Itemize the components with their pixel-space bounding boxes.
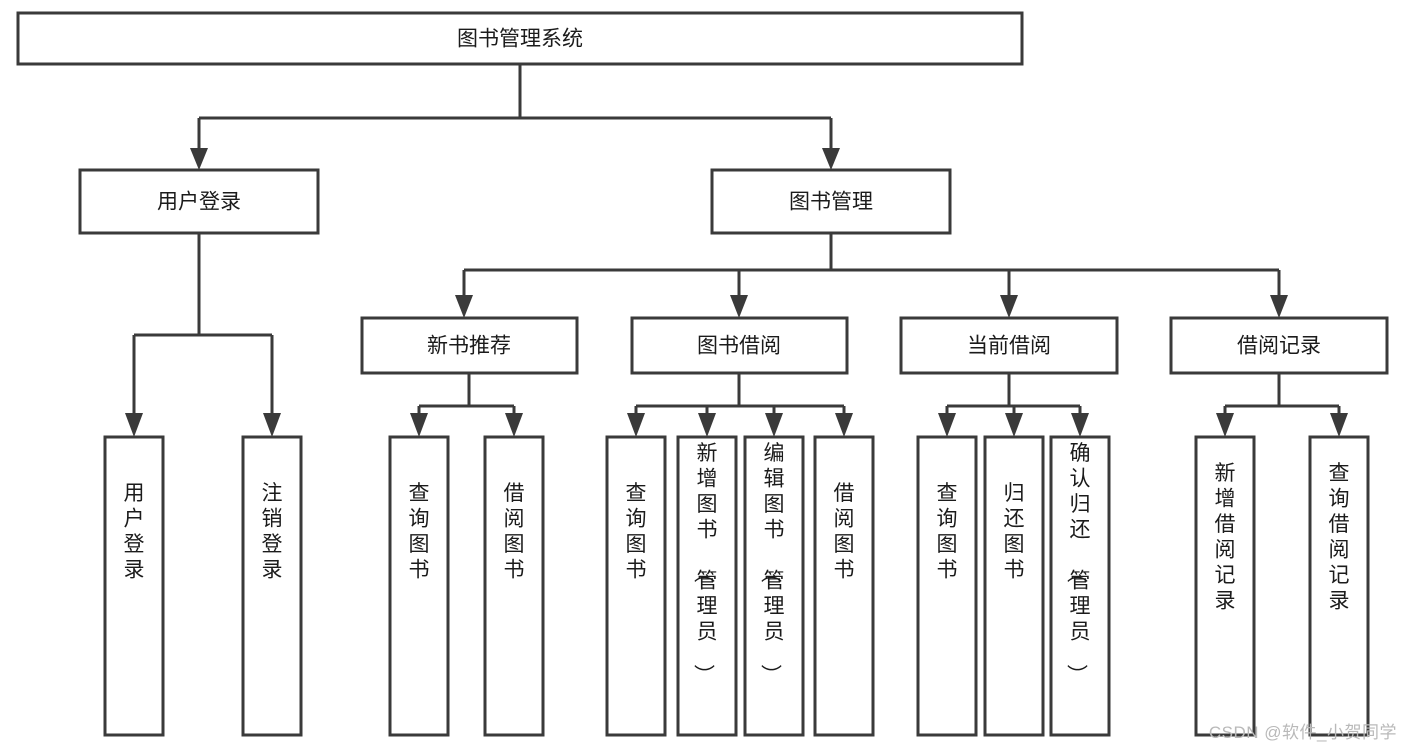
leaf-query-borrow-record[interactable]: 查询借阅记录	[1308, 435, 1370, 737]
leaf-logout-box[interactable]	[241, 435, 303, 737]
leaf-confirm-return-admin-box[interactable]	[1049, 435, 1111, 737]
leaf-query-book-borrow-box[interactable]	[605, 435, 667, 737]
node-root-label: 图书管理系统	[457, 28, 583, 51]
leaf-logout-label: 注销登录	[262, 482, 283, 582]
leaf-return-book-label: 归还图书	[1004, 482, 1025, 582]
arrowhead-leaf-borrow-book	[835, 413, 853, 437]
arrowhead-leaf-return-book	[1005, 413, 1023, 437]
leaf-borrow-book-box[interactable]	[813, 435, 875, 737]
arrowhead-book-management	[822, 148, 840, 170]
arrowhead-new-book-recommend	[455, 295, 473, 318]
node-new-book-recommend-box[interactable]	[360, 316, 579, 375]
leaf-add-book-admin-label: 新增图书（管理员）	[692, 442, 718, 685]
node-borrow-record[interactable]: 借阅记录	[1169, 316, 1389, 375]
arrowhead-leaf-user-login	[125, 413, 143, 437]
leaf-query-borrow-record-label: 查询借阅记录	[1329, 462, 1350, 613]
node-book-management-label: 图书管理	[789, 191, 873, 214]
node-user-login[interactable]: 用户登录	[78, 168, 320, 235]
arrowhead-current-borrow	[1000, 295, 1018, 318]
node-root-box[interactable]	[16, 11, 1024, 66]
arrowhead-user-login	[190, 148, 208, 170]
leaf-borrow-book-recommend-label: 借阅图书	[504, 482, 525, 582]
leaf-borrow-book-recommend-box[interactable]	[483, 435, 545, 737]
node-new-book-recommend[interactable]: 新书推荐	[360, 316, 579, 375]
leaf-return-book-box[interactable]	[983, 435, 1045, 737]
leaf-user-login[interactable]: 用户登录	[103, 435, 165, 737]
node-user-login-box[interactable]	[78, 168, 320, 235]
leaf-query-book-current-box[interactable]	[916, 435, 978, 737]
arrowhead-leaf-query-borrow-record	[1330, 413, 1348, 437]
arrowhead-leaf-query-book-recommend	[410, 413, 428, 437]
node-book-management-box[interactable]	[710, 168, 952, 235]
leaf-query-book-recommend-label: 查询图书	[409, 482, 430, 582]
leaf-user-login-box[interactable]	[103, 435, 165, 737]
arrowhead-leaf-borrow-book-recommend	[505, 413, 523, 437]
node-borrow-record-label: 借阅记录	[1237, 335, 1321, 358]
node-root[interactable]: 图书管理系统	[16, 11, 1024, 66]
arrowhead-book-borrow	[730, 295, 748, 318]
leaf-return-book[interactable]: 归还图书	[983, 435, 1045, 737]
leaf-edit-book-admin-box[interactable]	[743, 435, 805, 737]
leaf-add-borrow-record[interactable]: 新增借阅记录	[1194, 435, 1256, 737]
leaf-add-borrow-record-box[interactable]	[1194, 435, 1256, 737]
node-book-borrow[interactable]: 图书借阅	[630, 316, 849, 375]
node-new-book-recommend-label: 新书推荐	[427, 335, 511, 358]
leaf-borrow-book-recommend[interactable]: 借阅图书	[483, 435, 545, 737]
leaf-query-book-recommend-box[interactable]	[388, 435, 450, 737]
leaf-query-book-borrow-label: 查询图书	[626, 482, 647, 582]
node-user-login-label: 用户登录	[157, 191, 241, 214]
node-book-borrow-box[interactable]	[630, 316, 849, 375]
arrowhead-leaf-edit-book-admin	[765, 413, 783, 437]
node-borrow-record-box[interactable]	[1169, 316, 1389, 375]
arrowhead-leaf-add-borrow-record	[1216, 413, 1234, 437]
arrowhead-leaf-confirm-return-admin	[1071, 413, 1089, 437]
node-book-management[interactable]: 图书管理	[710, 168, 952, 235]
leaf-query-book-borrow[interactable]: 查询图书	[605, 435, 667, 737]
leaf-query-book-current[interactable]: 查询图书	[916, 435, 978, 737]
leaf-user-login-label: 用户登录	[124, 482, 145, 582]
connector-layer	[125, 64, 1348, 437]
node-current-borrow-box[interactable]	[899, 316, 1119, 375]
leaf-confirm-return-admin[interactable]: 确认归还（管理员）	[1049, 435, 1111, 737]
leaf-borrow-book[interactable]: 借阅图书	[813, 435, 875, 737]
leaf-query-book-current-label: 查询图书	[937, 482, 958, 582]
leaf-borrow-book-label: 借阅图书	[834, 482, 855, 582]
arrowhead-leaf-logout	[263, 413, 281, 437]
leaf-query-borrow-record-box[interactable]	[1308, 435, 1370, 737]
leaf-edit-book-admin[interactable]: 编辑图书（管理员）	[743, 435, 805, 737]
leaf-confirm-return-admin-label: 确认归还（管理员）	[1065, 442, 1091, 685]
arrowhead-leaf-query-book-current	[938, 413, 956, 437]
arrowhead-leaf-add-book-admin	[698, 413, 716, 437]
node-current-borrow-label: 当前借阅	[967, 335, 1051, 358]
leaf-add-book-admin-box[interactable]	[676, 435, 738, 737]
leaf-add-book-admin[interactable]: 新增图书（管理员）	[676, 435, 738, 737]
node-book-borrow-label: 图书借阅	[697, 335, 781, 358]
arrowhead-borrow-record	[1270, 295, 1288, 318]
node-current-borrow[interactable]: 当前借阅	[899, 316, 1119, 375]
leaf-edit-book-admin-label: 编辑图书（管理员）	[759, 442, 785, 685]
arrowhead-leaf-query-book-borrow	[627, 413, 645, 437]
leaf-logout[interactable]: 注销登录	[241, 435, 303, 737]
leaf-add-borrow-record-label: 新增借阅记录	[1215, 462, 1236, 613]
leaf-query-book-recommend[interactable]: 查询图书	[388, 435, 450, 737]
